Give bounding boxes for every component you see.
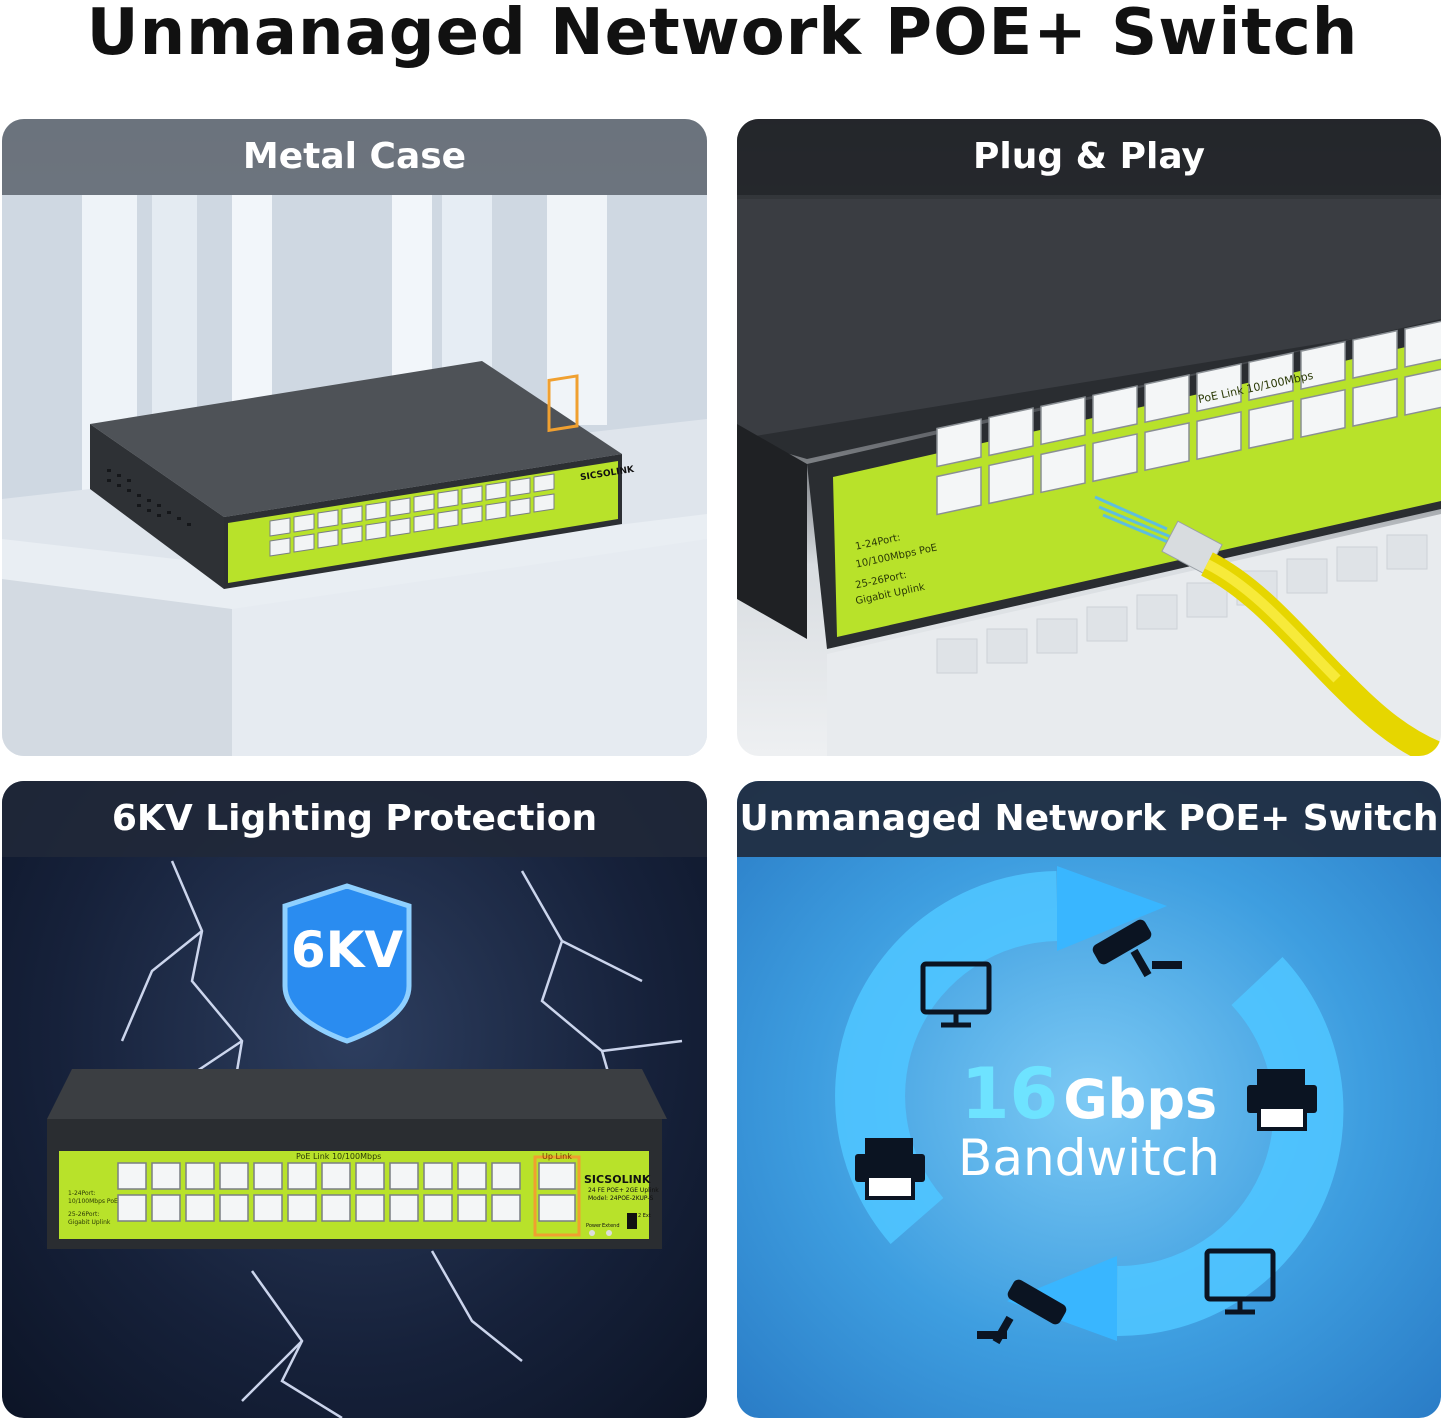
- lightning-illustration: [47, 860, 683, 1418]
- metal-case-heading: Metal Case: [2, 119, 707, 195]
- bandwidth-label: Bandwitch: [958, 1129, 1220, 1187]
- bandwidth-unit: Gbps: [1063, 1068, 1218, 1131]
- lightning-protection-heading: 6KV Lighting Protection: [2, 781, 707, 857]
- metal-case-illustration: [2, 195, 707, 756]
- metal-case-panel: Metal Case SICSOLINK: [2, 119, 707, 756]
- bandwidth-panel: Unmanaged Network POE+ Switch 16 Gbps Ba…: [737, 781, 1441, 1418]
- 6kv-badge: 6KV: [290, 921, 404, 979]
- side-label-2: 10/100Mbps PoE: [68, 1198, 118, 1205]
- bandwidth-illustration: [835, 866, 1344, 1345]
- led-label-extend: Extend: [602, 1223, 620, 1229]
- switch-brand-label: SICSOLINK: [584, 1173, 651, 1186]
- monitor-icon: [920, 961, 992, 1028]
- printer-icon: [1247, 1069, 1317, 1131]
- ethernet-ports: [117, 1162, 576, 1222]
- switch-model-line1: 24 FE POE+ 2GE Uplink: [588, 1187, 659, 1194]
- plug-and-play-panel: Plug & Play PoE Link 10/100Mbps 1-24Port…: [737, 119, 1441, 756]
- camera-icon: [1092, 919, 1182, 978]
- camera-icon: [977, 1279, 1067, 1345]
- lightning-protection-panel: 6KV Lighting Protection 6KV PoE Link 10/…: [2, 781, 707, 1418]
- switch-model-line2: Model: 24POE-2KUP-S: [588, 1195, 654, 1202]
- side-label-3: 25-26Port:: [68, 1211, 100, 1218]
- bandwidth-heading: Unmanaged Network POE+ Switch: [737, 781, 1441, 857]
- port-group-label: PoE Link 10/100Mbps: [296, 1152, 382, 1161]
- mode-switch-label: 2 Ext: [638, 1213, 651, 1219]
- page-title: Unmanaged Network POE+ Switch: [86, 0, 1359, 70]
- plug-and-play-heading: Plug & Play: [737, 119, 1441, 195]
- monitor-icon: [1204, 1248, 1276, 1315]
- side-label-4: Gigabit Uplink: [68, 1219, 111, 1226]
- bandwidth-value: 16: [960, 1053, 1059, 1135]
- led-label-power: Power: [586, 1223, 602, 1229]
- uplink-label: Up Link: [542, 1152, 572, 1161]
- printer-icon: [855, 1138, 925, 1200]
- bandwidth-figure: 16 Gbps: [737, 1053, 1441, 1135]
- plug-and-play-illustration: [737, 199, 1441, 756]
- side-label-1: 1-24Port:: [68, 1190, 96, 1197]
